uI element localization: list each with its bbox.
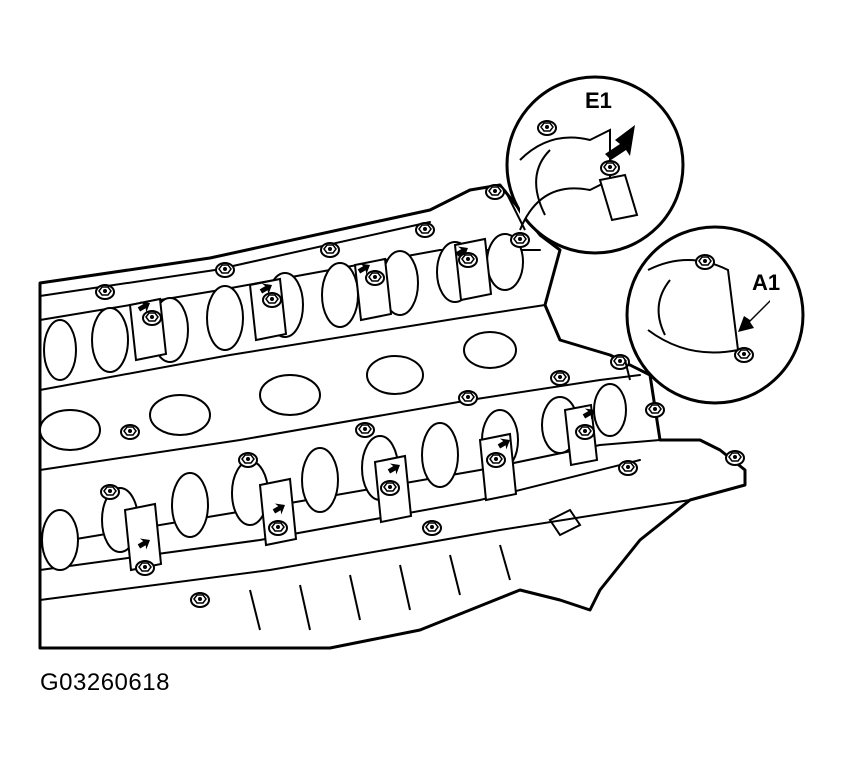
port-openings <box>39 331 517 451</box>
callout-a1-arrow <box>738 300 770 332</box>
callout-a1-label: A1 <box>752 270 780 295</box>
callout-leaders <box>504 189 631 381</box>
lower-studs <box>249 508 582 631</box>
callout-e1: E1 <box>505 75 685 255</box>
callout-e1-arrow <box>605 125 635 160</box>
callout-a1: A1 <box>625 225 805 405</box>
figure-code: G03260618 <box>40 669 170 696</box>
callout-e1-label: E1 <box>585 88 612 113</box>
